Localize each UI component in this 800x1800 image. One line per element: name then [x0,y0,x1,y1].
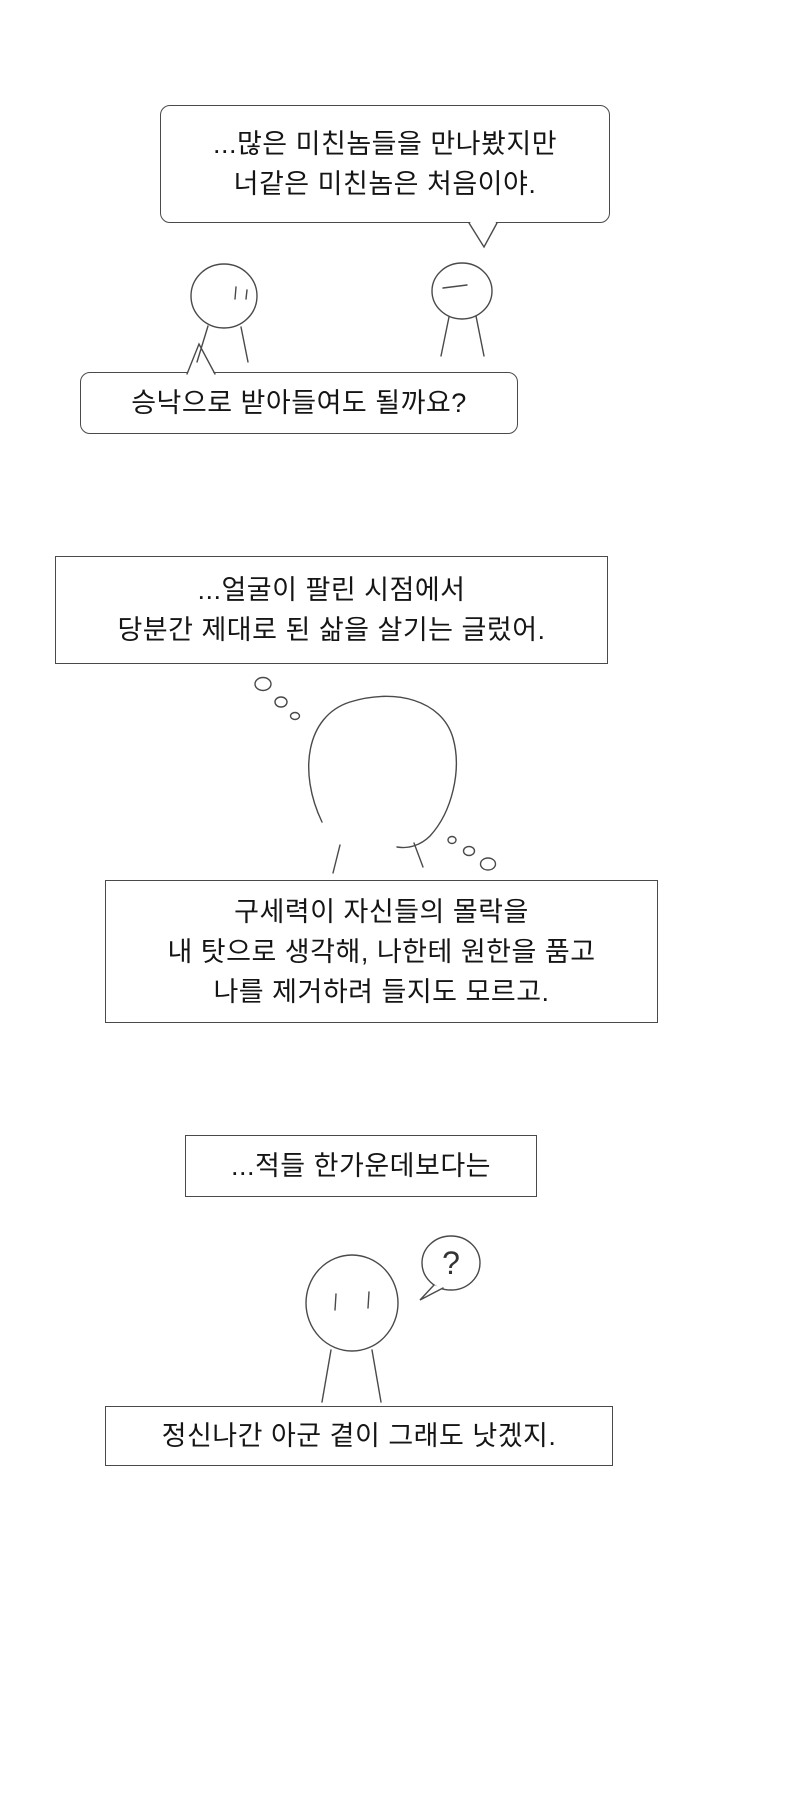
question-bubble: ? [419,1235,481,1301]
question-mark-text: ? [442,1245,460,1281]
thought-line: 내 탓으로 생각해, 나한테 원한을 품고 [167,936,596,967]
caption-bottom: 정신나간 아군 곁이 그래도 낫겠지. [105,1406,613,1466]
bubble-top-tail-icon [468,220,498,249]
thought-dots-upper-icon [254,676,301,721]
caption-line: 정신나간 아군 곁이 그래도 낫겠지. [161,1421,557,1451]
thought-line: 구세력이 자신들의 몰락을 [234,896,529,927]
thinking-figure [308,695,457,874]
thought-dots-lower-icon [447,835,497,871]
thought-line: 당분간 제대로 된 삶을 살기는 글렀어. [117,615,546,645]
speech-line: 승낙으로 받아들여도 될까요? [131,388,467,418]
speech-bubble-reply: 승낙으로 받아들여도 될까요? [80,372,518,434]
thought-line: 나를 제거하려 들지도 모르고. [213,976,550,1007]
thought-caption-2: 구세력이 자신들의 몰락을 내 탓으로 생각해, 나한테 원한을 품고 나를 제… [105,880,658,1023]
speech-bubble-top: ...많은 미친놈들을 만나봤지만 너같은 미친놈은 처음이야. [160,105,610,223]
left-figure [190,263,258,363]
right-figure [431,262,493,357]
bottom-figure [305,1254,399,1403]
speech-line: ...많은 미친놈들을 만나봤지만 [212,129,558,159]
thought-line: ...적들 한가운데보다는 [230,1151,492,1181]
thought-caption-1: ...얼굴이 팔린 시점에서 당분간 제대로 된 삶을 살기는 글렀어. [55,556,608,664]
thought-caption-3: ...적들 한가운데보다는 [185,1135,537,1197]
thought-line: ...얼굴이 팔린 시점에서 [197,575,466,605]
speech-line: 너같은 미친놈은 처음이야. [233,169,537,199]
